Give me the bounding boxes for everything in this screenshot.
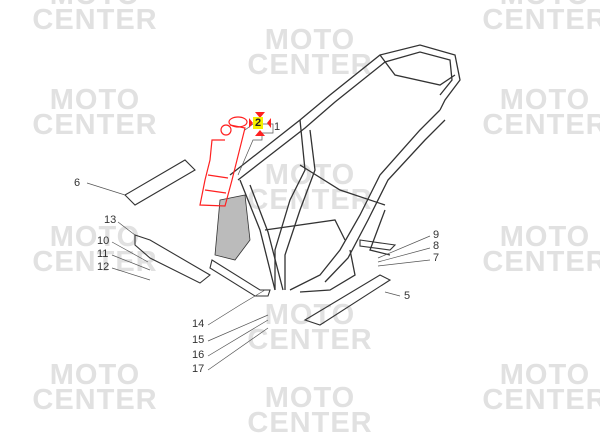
watermark-line-1: MOTO: [49, 221, 141, 253]
steering-tube-part-2: [199, 116, 248, 207]
part-label-8[interactable]: 8: [433, 240, 440, 252]
part-label-9[interactable]: 9: [433, 229, 440, 241]
watermark-line-1: MOTO: [499, 221, 591, 253]
frame-diagram: [86, 44, 461, 371]
watermark-line-1: MOTO: [264, 299, 356, 331]
watermark-line-1: MOTO: [499, 359, 591, 391]
watermark-line-1: MOTO: [15, 0, 175, 10]
part-label-15[interactable]: 15: [192, 334, 205, 346]
watermark-line-2: CENTER: [482, 4, 600, 36]
footrest-brackets: [124, 159, 397, 326]
watermark-line-2: CENTER: [247, 407, 373, 439]
watermark-line-2: CENTER: [247, 184, 373, 216]
leader-lines: [86, 123, 431, 371]
watermark-line-1: MOTO: [49, 359, 141, 391]
part-callout-2[interactable]: 2: [253, 117, 263, 129]
part-label-16[interactable]: 16: [192, 349, 205, 361]
part-label-1[interactable]: 1: [274, 121, 281, 133]
watermark-line-1: MOTO: [465, 0, 600, 10]
part-label-17[interactable]: 17: [192, 363, 205, 375]
watermark-line-1: MOTO: [49, 84, 141, 116]
watermark-line-1: MOTO: [264, 24, 356, 56]
watermark-line-2: CENTER: [32, 109, 158, 141]
part-label-6[interactable]: 6: [74, 177, 81, 189]
watermark-line-2: CENTER: [32, 4, 158, 36]
part-label-7[interactable]: 7: [433, 252, 440, 264]
engine-mount: [214, 194, 251, 261]
watermark-line-1: MOTO: [499, 84, 591, 116]
part-label-14[interactable]: 14: [192, 318, 205, 330]
watermark-line-2: CENTER: [482, 246, 600, 278]
watermark-line-2: CENTER: [482, 109, 600, 141]
part-label-5[interactable]: 5: [404, 290, 411, 302]
selection-arrows-icon: [249, 112, 271, 136]
part-label-10[interactable]: 10: [97, 235, 110, 247]
part-label-13[interactable]: 13: [104, 214, 117, 226]
watermark-line-2: CENTER: [32, 246, 158, 278]
part-label-11[interactable]: 11: [97, 248, 109, 260]
watermark-line-2: CENTER: [247, 49, 373, 81]
part-label-12[interactable]: 12: [97, 261, 110, 273]
watermark-line-2: CENTER: [247, 324, 373, 356]
scooter-frame: [229, 44, 461, 293]
